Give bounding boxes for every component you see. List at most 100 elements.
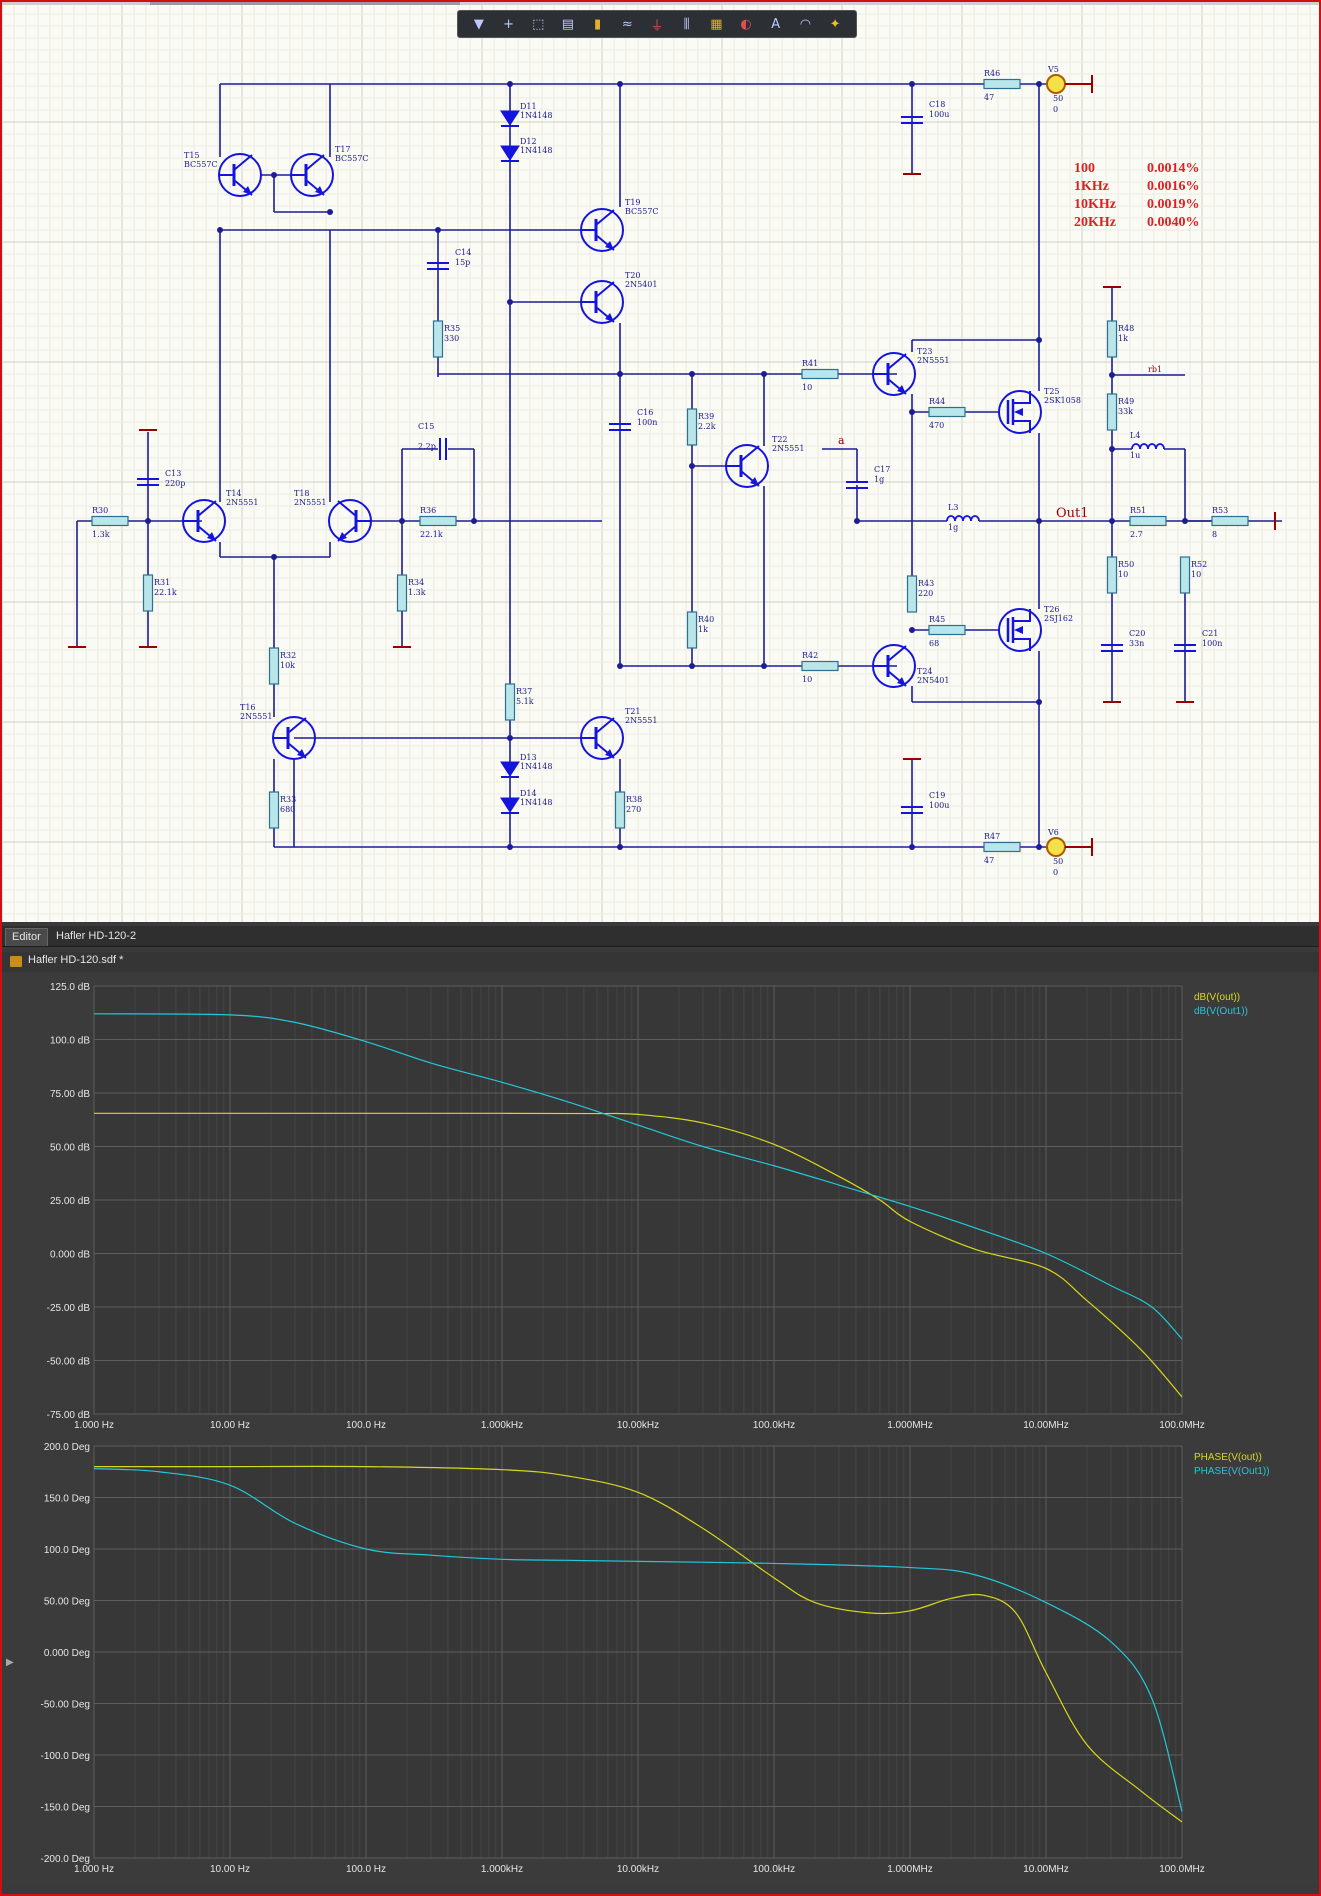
value-c16: 100n: [637, 418, 657, 427]
probe-icon[interactable]: ◐: [740, 16, 752, 32]
diode-d14[interactable]: [500, 797, 520, 813]
value-t15: BC557C: [184, 160, 218, 169]
resistor-r37[interactable]: [504, 683, 516, 721]
chip-icon[interactable]: ▦: [710, 16, 723, 32]
value-r36: 22.1k: [420, 530, 443, 539]
result-freq: 20KHz: [1074, 215, 1116, 230]
resistor-r41[interactable]: [801, 368, 839, 380]
diode-d13[interactable]: [500, 761, 520, 777]
resistor-r52[interactable]: [1179, 556, 1191, 594]
phase-v5: 0: [1053, 105, 1058, 114]
ref-c13: C13: [165, 469, 181, 478]
expand-arrow-icon[interactable]: ▶: [6, 1657, 14, 1668]
mosfet-t25[interactable]: [998, 390, 1042, 434]
resistor-r40[interactable]: [686, 611, 698, 649]
transistor-t15[interactable]: [218, 153, 262, 197]
resistor-r32[interactable]: [268, 647, 280, 685]
junction-dot: [1109, 446, 1115, 452]
net-label-icon[interactable]: ⫼: [683, 16, 690, 32]
scrollbar-thumb[interactable]: [150, 2, 460, 5]
transistor-t16[interactable]: [272, 716, 316, 760]
result-thd: 0.0040%: [1147, 215, 1200, 230]
mosfet-t26[interactable]: [998, 608, 1042, 652]
arc-tool-icon[interactable]: ◠: [799, 16, 812, 32]
junction-dot: [471, 518, 477, 524]
resistor-r36[interactable]: [419, 515, 457, 527]
phase-series-0[interactable]: [93, 1465, 1183, 1823]
transistor-t20[interactable]: [580, 280, 624, 324]
resistor-r48[interactable]: [1106, 320, 1118, 358]
value-d12: 1N4148: [520, 146, 552, 155]
junction-dot: [617, 663, 623, 669]
tab-editor[interactable]: Editor: [5, 928, 48, 946]
resistor-r34[interactable]: [396, 574, 408, 612]
magnitude-ytick-label: 0.000 dB: [50, 1250, 90, 1261]
place-wire-icon[interactable]: +: [503, 16, 514, 32]
phase-xtick-label: 1.000kHz: [481, 1864, 523, 1875]
phase-legend-entry[interactable]: PHASE(V(out)): [1194, 1452, 1262, 1463]
document-title[interactable]: Hafler HD-120.sdf *: [28, 954, 124, 966]
transistor-t14[interactable]: [182, 499, 226, 543]
inductor-l4[interactable]: [1131, 443, 1165, 450]
transistor-t24[interactable]: [872, 644, 916, 688]
resistor-r45[interactable]: [928, 624, 966, 636]
value-r30: 1.3k: [92, 530, 110, 539]
mosfet-body: [998, 390, 1042, 434]
resistor-r49[interactable]: [1106, 393, 1118, 431]
diode-d12[interactable]: [500, 145, 520, 161]
resistor-r46[interactable]: [983, 78, 1021, 90]
ref-r32: R32: [280, 651, 296, 660]
voltage-source-v5[interactable]: [1046, 74, 1066, 94]
component-icon[interactable]: ▮: [594, 16, 602, 32]
resistor-r53[interactable]: [1211, 515, 1249, 527]
junction-dot: [854, 518, 860, 524]
diode-d11[interactable]: [500, 110, 520, 126]
horizontal-scrollbar[interactable]: [2, 2, 1319, 5]
resistor-r33[interactable]: [268, 791, 280, 829]
phase-series-1[interactable]: [93, 1468, 1183, 1812]
magnitude-series-0[interactable]: [93, 1112, 1183, 1398]
resistor-r42[interactable]: [801, 660, 839, 672]
resistor-r31[interactable]: [142, 574, 154, 612]
resistor-r35[interactable]: [432, 320, 444, 358]
resistor-r47[interactable]: [983, 841, 1021, 853]
transistor-t18[interactable]: [328, 499, 372, 543]
value-t25: 2SK1058: [1044, 396, 1081, 405]
select-rect-icon[interactable]: ⬚: [532, 16, 545, 32]
transistor-t21[interactable]: [580, 716, 624, 760]
transistor-t22[interactable]: [725, 444, 769, 488]
ground-icon[interactable]: ⏚: [650, 18, 664, 34]
magnitude-legend-entry[interactable]: dB(V(Out1)): [1194, 1006, 1248, 1017]
phase-legend-entry[interactable]: PHASE(V(Out1)): [1194, 1466, 1270, 1477]
resistor-r44[interactable]: [928, 406, 966, 418]
transistor-t23[interactable]: [872, 352, 916, 396]
resistor-r50[interactable]: [1106, 556, 1118, 594]
magnitude-legend-entry[interactable]: dB(V(out)): [1194, 992, 1240, 1003]
filter-icon[interactable]: ▼: [473, 16, 484, 32]
magnitude-series-1[interactable]: [93, 1013, 1183, 1340]
voltage-source-v6[interactable]: [1046, 837, 1066, 857]
inductor-l3[interactable]: [946, 515, 980, 522]
resistor-r30[interactable]: [91, 515, 129, 527]
value-t14: 2N5551: [226, 498, 258, 507]
sine-source-icon[interactable]: ≈: [621, 16, 633, 32]
junction-dot: [1109, 372, 1115, 378]
schematic-drawing[interactable]: R301.3kR3122.1kC13220pT142N5551T182N5551…: [2, 2, 1319, 922]
resistor-r39[interactable]: [686, 408, 698, 446]
power-port-icon[interactable]: ✦: [829, 16, 841, 32]
transistor-t17[interactable]: [290, 153, 334, 197]
arrow: [1014, 408, 1023, 416]
transistor-t19[interactable]: [580, 208, 624, 252]
resistor-r51[interactable]: [1129, 515, 1167, 527]
resistor-r38[interactable]: [614, 791, 626, 829]
text-tool-icon[interactable]: A: [771, 16, 781, 32]
value-r37: 5.1k: [516, 697, 534, 706]
tab-hafler-hd-120-2[interactable]: Hafler HD-120-2: [56, 930, 137, 942]
resistor-r43[interactable]: [906, 575, 918, 613]
bus-icon[interactable]: ▤: [561, 16, 575, 32]
